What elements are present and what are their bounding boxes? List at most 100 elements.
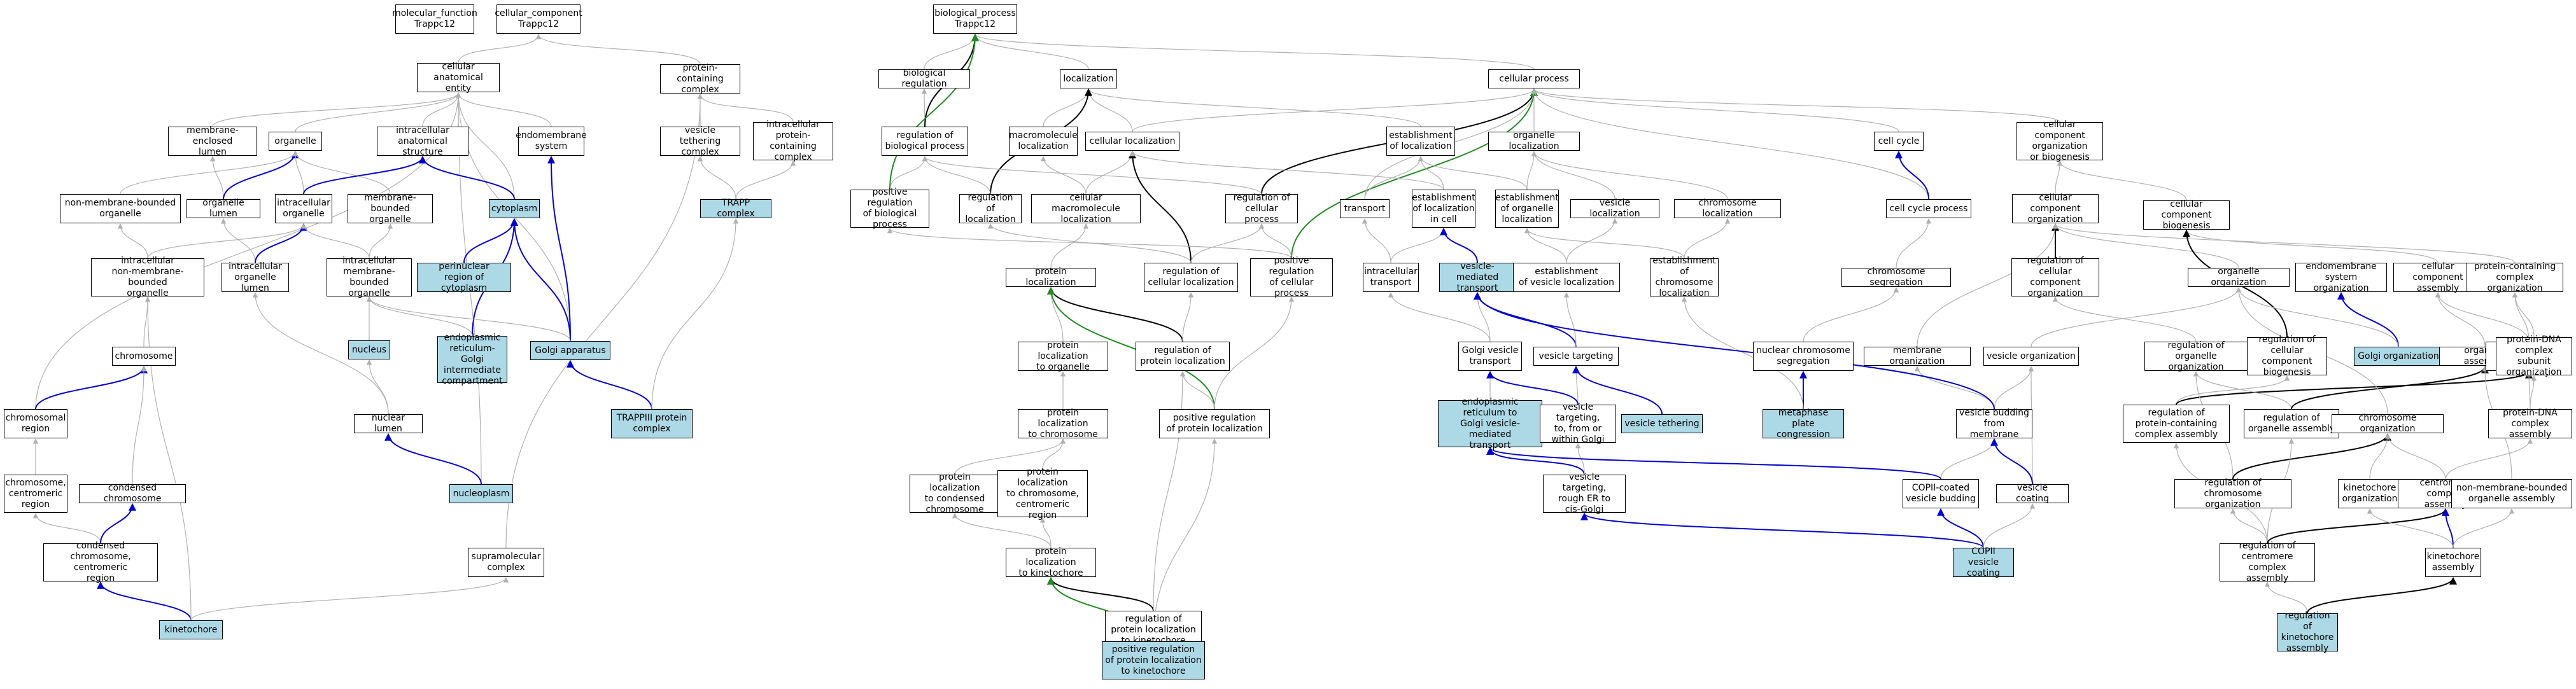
- go-term-er-to-golgi-vesicle-mediated-transport[interactable]: endoplasmic reticulum to Golgi vesicle-m…: [1438, 397, 1542, 450]
- go-term-condensed-chromosome-centromeric-region[interactable]: condensed chromosome, centromeric region: [43, 541, 158, 583]
- go-term-vesicle-targeting-to-from-or-within-golgi[interactable]: vesicle targeting, to, from or within Go…: [1540, 402, 1616, 445]
- go-term-golgi-apparatus[interactable]: Golgi apparatus: [530, 341, 610, 360]
- go-term-cell-cycle-process[interactable]: cell cycle process: [1886, 199, 1971, 218]
- go-term-membrane-enclosed-lumen[interactable]: membrane-enclosed lumen: [168, 125, 257, 157]
- go-term-intracellular-protein-containing-complex[interactable]: intracellular protein-containing complex: [753, 120, 833, 162]
- go-term-kinetochore-organization[interactable]: kinetochore organization: [2338, 479, 2402, 508]
- go-term-copii-coated-vesicle-budding[interactable]: COPII-coated vesicle budding: [1903, 479, 1979, 508]
- go-term-regulation-of-cellular-process[interactable]: regulation of cellular process: [1225, 193, 1298, 225]
- go-term-vesicle-localization[interactable]: vesicle localization: [1570, 198, 1659, 219]
- go-term-golgi-organization[interactable]: Golgi organization: [2354, 347, 2443, 366]
- go-term-intracellular-organelle-lumen[interactable]: intracellular organelle lumen: [222, 261, 289, 293]
- go-term-nuclear-chromosome-segregation[interactable]: nuclear chromosome segregation: [1753, 342, 1854, 371]
- go-term-biological-process-root[interactable]: biological_process Trappc12: [933, 4, 1017, 34]
- go-term-regulation-of-cellular-component-biogenesis[interactable]: regulation of cellular component biogene…: [2247, 335, 2327, 377]
- go-term-protein-localization-to-kinetochore[interactable]: protein localization to kinetochore: [1006, 546, 1096, 578]
- go-term-non-membrane-bounded-organelle-assembly[interactable]: non-membrane-bounded organelle assembly: [2451, 479, 2572, 508]
- go-term-trapp-complex[interactable]: TRAPP complex: [700, 198, 771, 219]
- go-term-macromolecule-localization[interactable]: macromolecule localization: [1009, 127, 1078, 156]
- go-term-er-golgi-intermediate-compartment[interactable]: endoplasmic reticulum-Golgi intermediate…: [437, 333, 507, 386]
- go-term-nucleoplasm[interactable]: nucleoplasm: [449, 484, 513, 503]
- go-term-cellular-process[interactable]: cellular process: [1488, 69, 1580, 88]
- go-term-chromosome-segregation[interactable]: chromosome segregation: [1841, 267, 1951, 288]
- go-term-chromosomal-region[interactable]: chromosomal region: [4, 409, 67, 438]
- go-term-endomembrane-system-organization[interactable]: endomembrane system organization: [2295, 261, 2387, 293]
- go-term-chromosome-centromeric-region[interactable]: chromosome, centromeric region: [4, 475, 67, 513]
- go-term-positive-regulation-of-protein-localization[interactable]: positive regulation of protein localizat…: [1159, 409, 1270, 438]
- go-term-protein-containing-complex[interactable]: protein-containing complex: [660, 63, 740, 95]
- go-term-chromosome-organization[interactable]: chromosome organization: [2332, 413, 2444, 434]
- go-term-regulation-of-centromere-complex-assembly[interactable]: regulation of centromere complex assembl…: [2220, 541, 2315, 583]
- go-term-intracellular-transport[interactable]: intracellular transport: [1363, 263, 1419, 292]
- go-term-regulation-of-cellular-component-organization[interactable]: regulation of cellular component organiz…: [2011, 256, 2099, 298]
- go-term-cellular-component-biogenesis[interactable]: cellular component biogenesis: [2143, 199, 2230, 231]
- go-term-transport[interactable]: transport: [1340, 199, 1390, 218]
- go-term-membrane-organization[interactable]: membrane organization: [1864, 345, 1971, 366]
- go-term-organelle-lumen[interactable]: organelle lumen: [187, 198, 260, 219]
- go-term-kinetochore-assembly[interactable]: kinetochore assembly: [2425, 548, 2481, 577]
- go-term-protein-localization-to-chromosome[interactable]: protein localization to chromosome: [1018, 408, 1108, 440]
- go-term-establishment-of-chromosome-localization[interactable]: establishment of chromosome localization: [1650, 256, 1719, 298]
- go-term-vesicle-mediated-transport[interactable]: vesicle-mediated transport: [1439, 261, 1516, 293]
- go-term-membrane-bounded-organelle[interactable]: membrane-bounded organelle: [348, 193, 433, 225]
- go-term-trappiii-protein-complex[interactable]: TRAPPIII protein complex: [611, 409, 693, 438]
- go-term-regulation-of-kinetochore-assembly[interactable]: regulation of kinetochore assembly: [2277, 611, 2338, 653]
- go-term-establishment-of-vesicle-localization[interactable]: establishment of vesicle localization: [1513, 263, 1620, 292]
- go-term-positive-regulation-of-cellular-process[interactable]: positive regulation of cellular process: [1250, 256, 1333, 298]
- go-term-regulation-of-organelle-organization[interactable]: regulation of organelle organization: [2144, 340, 2248, 372]
- go-term-perinuclear-region-of-cytoplasm[interactable]: perinuclear region of cytoplasm: [417, 261, 511, 293]
- go-term-organelle-organization[interactable]: organelle organization: [2188, 267, 2290, 288]
- go-term-regulation-of-protein-containing-complex-assembly[interactable]: regulation of protein-containing complex…: [2123, 405, 2230, 443]
- go-term-vesicle-budding-from-membrane[interactable]: vesicle budding from membrane: [1956, 408, 2032, 440]
- go-term-establishment-of-localization[interactable]: establishment of localization: [1386, 127, 1455, 156]
- go-term-intracellular-membrane-bounded-organelle[interactable]: intracellular membrane-bounded organelle: [327, 256, 412, 298]
- go-term-vesicle-targeting[interactable]: vesicle targeting: [1533, 347, 1619, 366]
- go-term-establishment-of-localization-in-cell[interactable]: establishment of localization in cell: [1412, 190, 1475, 228]
- go-term-regulation-of-biological-process[interactable]: regulation of biological process: [882, 127, 968, 156]
- go-term-cellular-component-organization-or-biogenesis[interactable]: cellular component organization or bioge…: [2016, 120, 2103, 162]
- go-term-intracellular-non-membrane-bounded-organelle[interactable]: intracellular non-membrane-bounded organ…: [91, 256, 204, 298]
- go-term-intracellular-anatomical-structure[interactable]: intracellular anatomical structure: [377, 125, 468, 157]
- go-term-intracellular-organelle[interactable]: intracellular organelle: [275, 194, 332, 223]
- go-term-vesicle-coating[interactable]: vesicle coating: [1996, 483, 2069, 504]
- go-term-regulation-of-localization[interactable]: regulation of localization: [959, 193, 1022, 225]
- go-term-nuclear-lumen[interactable]: nuclear lumen: [354, 413, 423, 434]
- go-term-non-membrane-bounded-organelle[interactable]: non-membrane-bounded organelle: [60, 194, 181, 223]
- go-term-vesicle-targeting-rough-er-to-cis-golgi[interactable]: vesicle targeting, rough ER to cis-Golgi: [1543, 472, 1626, 515]
- go-term-regulation-of-protein-localization[interactable]: regulation of protein localization: [1136, 342, 1230, 371]
- go-term-chromosome-localization[interactable]: chromosome localization: [1674, 198, 1781, 219]
- go-term-cytoplasm[interactable]: cytoplasm: [489, 199, 540, 218]
- go-term-golgi-vesicle-transport[interactable]: Golgi vesicle transport: [1458, 342, 1522, 371]
- go-term-vesicle-tethering[interactable]: vesicle tethering: [1621, 414, 1703, 433]
- go-term-metaphase-plate-congression[interactable]: metaphase plate congression: [1763, 408, 1844, 440]
- go-term-cellular-component-organization[interactable]: cellular component organization: [2012, 193, 2099, 225]
- go-term-endomembrane-system[interactable]: endomembrane system: [516, 127, 587, 156]
- go-term-positive-regulation-of-biological-process[interactable]: positive regulation of biological proces…: [850, 187, 929, 230]
- go-term-cellular-anatomical-entity[interactable]: cellular anatomical entity: [417, 62, 500, 94]
- go-term-cellular-macromolecule-localization[interactable]: cellular macromolecule localization: [1031, 193, 1141, 225]
- go-term-regulation-of-cellular-localization[interactable]: regulation of cellular localization: [1144, 263, 1238, 292]
- go-term-condensed-chromosome[interactable]: condensed chromosome: [79, 483, 186, 504]
- go-term-molecular-function[interactable]: molecular_function Trappc12: [392, 4, 477, 34]
- go-term-positive-regulation-of-protein-localization-to-kinetochore[interactable]: positive regulation of protein localizat…: [1102, 641, 1205, 679]
- go-term-organelle-localization[interactable]: organelle localization: [1488, 130, 1580, 151]
- go-term-organelle[interactable]: organelle: [269, 132, 322, 151]
- go-term-cellular-localization[interactable]: cellular localization: [1085, 132, 1179, 151]
- go-term-kinetochore[interactable]: kinetochore: [159, 620, 223, 639]
- go-term-biological-regulation[interactable]: biological regulation: [878, 68, 970, 89]
- go-term-vesicle-tethering-complex[interactable]: vesicle tethering complex: [660, 125, 740, 157]
- go-term-copii-vesicle-coating[interactable]: COPII vesicle coating: [1953, 546, 2014, 578]
- go-term-cellular-component-root[interactable]: cellular_component Trappc12: [495, 4, 582, 34]
- go-term-protein-localization-to-chromosome-centromeric-region[interactable]: protein localization to chromosome, cent…: [997, 467, 1088, 520]
- go-term-localization[interactable]: localization: [1060, 69, 1117, 88]
- go-term-chromosome[interactable]: chromosome: [112, 347, 176, 366]
- go-term-regulation-of-organelle-assembly[interactable]: regulation of organelle assembly: [2244, 409, 2339, 438]
- go-term-protein-dna-complex-assembly[interactable]: protein-DNA complex assembly: [2488, 408, 2572, 440]
- go-term-regulation-of-chromosome-organization[interactable]: regulation of chromosome organization: [2174, 478, 2291, 510]
- go-term-vesicle-organization[interactable]: vesicle organization: [1983, 347, 2079, 366]
- go-term-protein-localization-to-condensed-chromosome[interactable]: protein localization to condensed chromo…: [910, 472, 1000, 515]
- go-term-protein-dna-complex-subunit-organization[interactable]: protein-DNA complex subunit organization: [2496, 335, 2572, 377]
- go-term-supramolecular-complex[interactable]: supramolecular complex: [468, 548, 544, 577]
- go-term-protein-containing-complex-organization[interactable]: protein-containing complex organization: [2467, 261, 2563, 293]
- go-term-establishment-of-organelle-localization[interactable]: establishment of organelle localization: [1495, 190, 1559, 228]
